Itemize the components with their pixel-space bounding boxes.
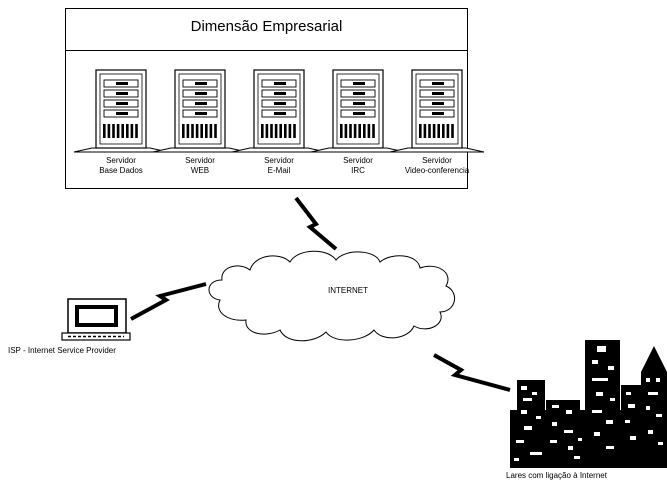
internet-label: INTERNET bbox=[328, 286, 368, 295]
link-internet-homes-icon bbox=[433, 353, 511, 392]
isp-label: ISP - Internet Service Provider bbox=[8, 346, 116, 355]
server-name: E-Mail bbox=[267, 166, 291, 175]
server-tower-icon bbox=[152, 69, 248, 153]
homes-label: Lares com ligação à Internet bbox=[506, 471, 607, 480]
server-name: WEB bbox=[190, 166, 210, 175]
server-name: Video-conferencia bbox=[404, 166, 470, 175]
server-group bbox=[73, 69, 485, 153]
server-tower-icon bbox=[389, 69, 485, 153]
isp-terminal-icon bbox=[61, 298, 131, 341]
city-buildings-icon bbox=[510, 340, 667, 468]
server-label: Servidor bbox=[422, 156, 452, 165]
internet-cloud-icon bbox=[208, 250, 455, 342]
enterprise-title: Dimensão Empresarial bbox=[190, 18, 343, 35]
server-tower-icon bbox=[310, 69, 406, 153]
server-name: Base Dados bbox=[99, 166, 143, 175]
server-tower-icon bbox=[231, 69, 327, 153]
server-label: Servidor bbox=[106, 156, 136, 165]
server-tower-icon bbox=[73, 69, 169, 153]
link-isp-internet-icon bbox=[130, 282, 207, 321]
link-enterprise-internet-icon bbox=[294, 196, 338, 251]
server-label: Servidor bbox=[185, 156, 215, 165]
server-label: Servidor bbox=[343, 156, 373, 165]
server-name: IRC bbox=[351, 166, 365, 175]
server-label: Servidor bbox=[264, 156, 294, 165]
